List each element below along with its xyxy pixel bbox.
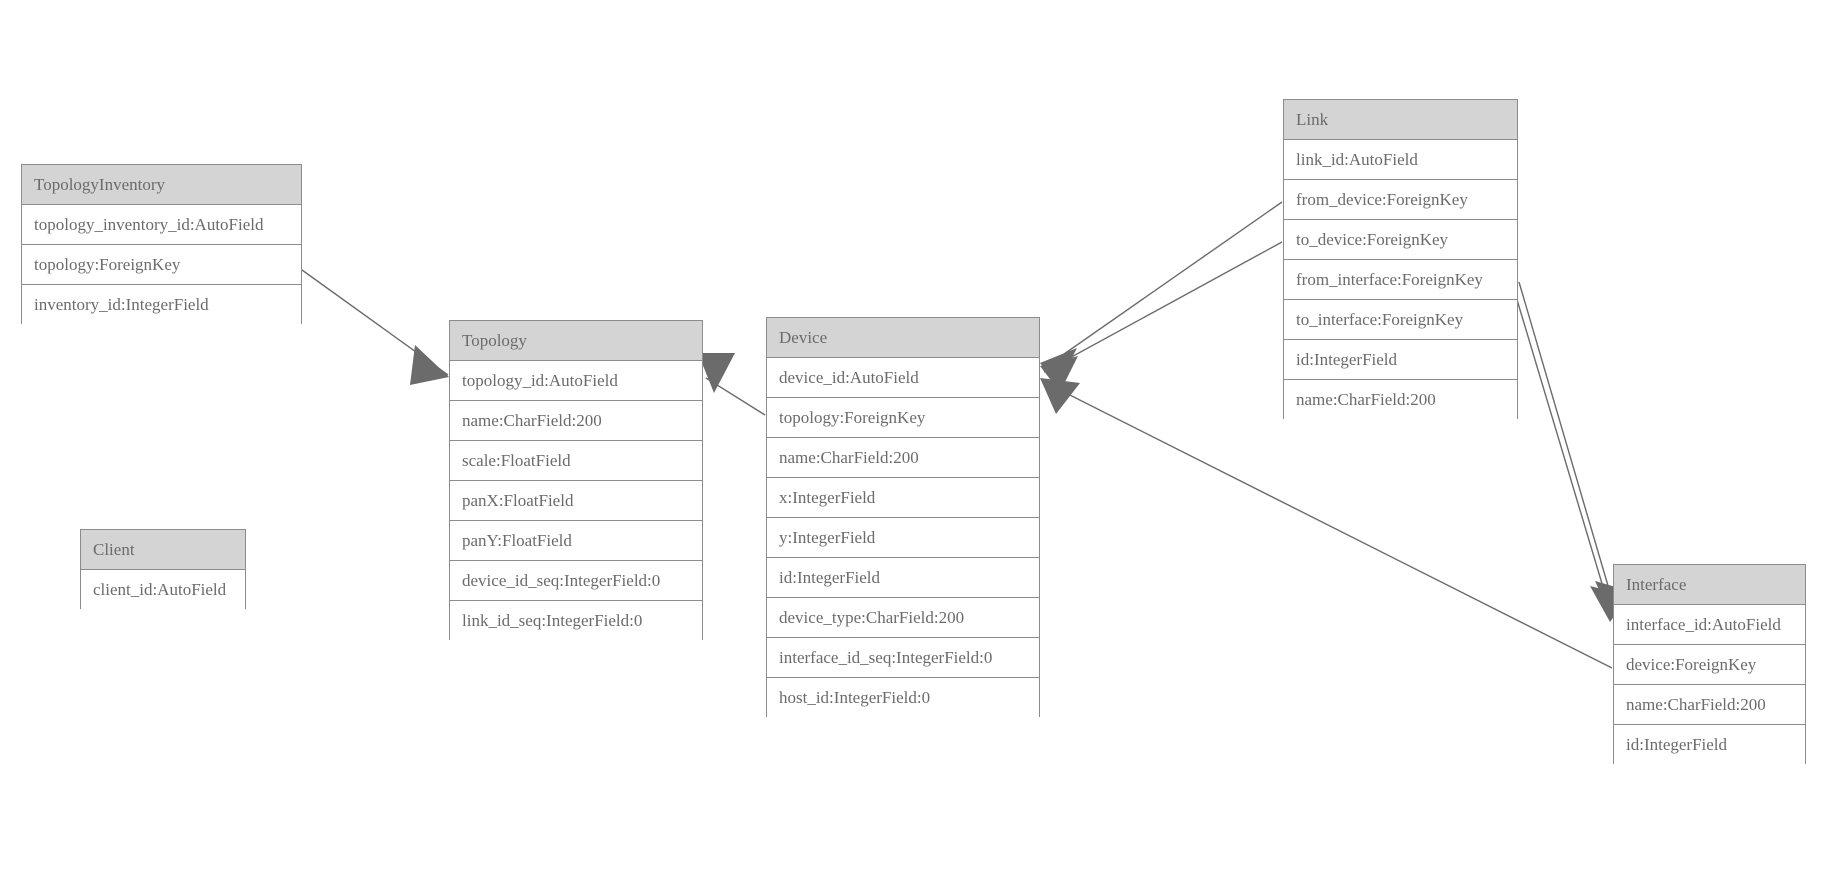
class-attribute: id:IntegerField (1284, 340, 1517, 380)
class-attribute: name:CharField:200 (767, 438, 1039, 478)
class-attribute: name:CharField:200 (450, 401, 702, 441)
relation-line-link-to-interface (1511, 282, 1613, 618)
class-attribute: topology_id:AutoField (450, 361, 702, 401)
relation-line-link-to-device (1043, 241, 1283, 373)
class-attribute: client_id:AutoField (81, 570, 245, 610)
class-attribute: name:CharField:200 (1284, 380, 1517, 420)
relation-arrowhead-device-topology (698, 353, 735, 393)
relation-line-topologyinventory-topology (301, 269, 449, 376)
class-attribute: device_id:AutoField (767, 358, 1039, 398)
class-attribute: device_type:CharField:200 (767, 598, 1039, 638)
relation-line-interface-device (1043, 381, 1613, 669)
class-attribute: x:IntegerField (767, 478, 1039, 518)
class-attribute: y:IntegerField (767, 518, 1039, 558)
class-name-interface: Interface (1614, 565, 1805, 605)
class-attribute: inventory_id:IntegerField (22, 285, 301, 325)
class-attribute: name:CharField:200 (1614, 685, 1805, 725)
class-attribute: interface_id:AutoField (1614, 605, 1805, 645)
class-attribute: from_device:ForeignKey (1284, 180, 1517, 220)
class-name-topologyinventory: TopologyInventory (22, 165, 301, 205)
class-name-client: Client (81, 530, 245, 570)
class-attribute: panX:FloatField (450, 481, 702, 521)
class-attribute: id:IntegerField (1614, 725, 1805, 765)
class-attribute: topology_inventory_id:AutoField (22, 205, 301, 245)
relation-line-device-topology (705, 377, 766, 416)
class-attribute: topology:ForeignKey (767, 398, 1039, 438)
class-attribute: device_id_seq:IntegerField:0 (450, 561, 702, 601)
relation-line-link-from-device (1043, 201, 1283, 369)
relation-arrowhead-topologyinventory-topology (410, 345, 449, 385)
class-attribute: to_interface:ForeignKey (1284, 300, 1517, 340)
class-attribute: host_id:IntegerField:0 (767, 678, 1039, 718)
class-name-topology: Topology (450, 321, 702, 361)
class-attribute: from_interface:ForeignKey (1284, 260, 1517, 300)
class-attribute: interface_id_seq:IntegerField:0 (767, 638, 1039, 678)
class-attribute: link_id_seq:IntegerField:0 (450, 601, 702, 641)
class-attribute: scale:FloatField (450, 441, 702, 481)
relation-arrowhead-link-to-device (1040, 356, 1078, 392)
class-name-device: Device (767, 318, 1039, 358)
relation-arrowhead-link-from-device (1040, 348, 1077, 385)
relation-arrowhead-interface-device (1040, 378, 1080, 414)
class-attribute: device:ForeignKey (1614, 645, 1805, 685)
relation-line-link-from-interface (1518, 281, 1617, 614)
class-attribute: to_device:ForeignKey (1284, 220, 1517, 260)
class-attribute: panY:FloatField (450, 521, 702, 561)
class-name-link: Link (1284, 100, 1517, 140)
class-attribute: id:IntegerField (767, 558, 1039, 598)
class-attribute: link_id:AutoField (1284, 140, 1517, 180)
class-attribute: topology:ForeignKey (22, 245, 301, 285)
